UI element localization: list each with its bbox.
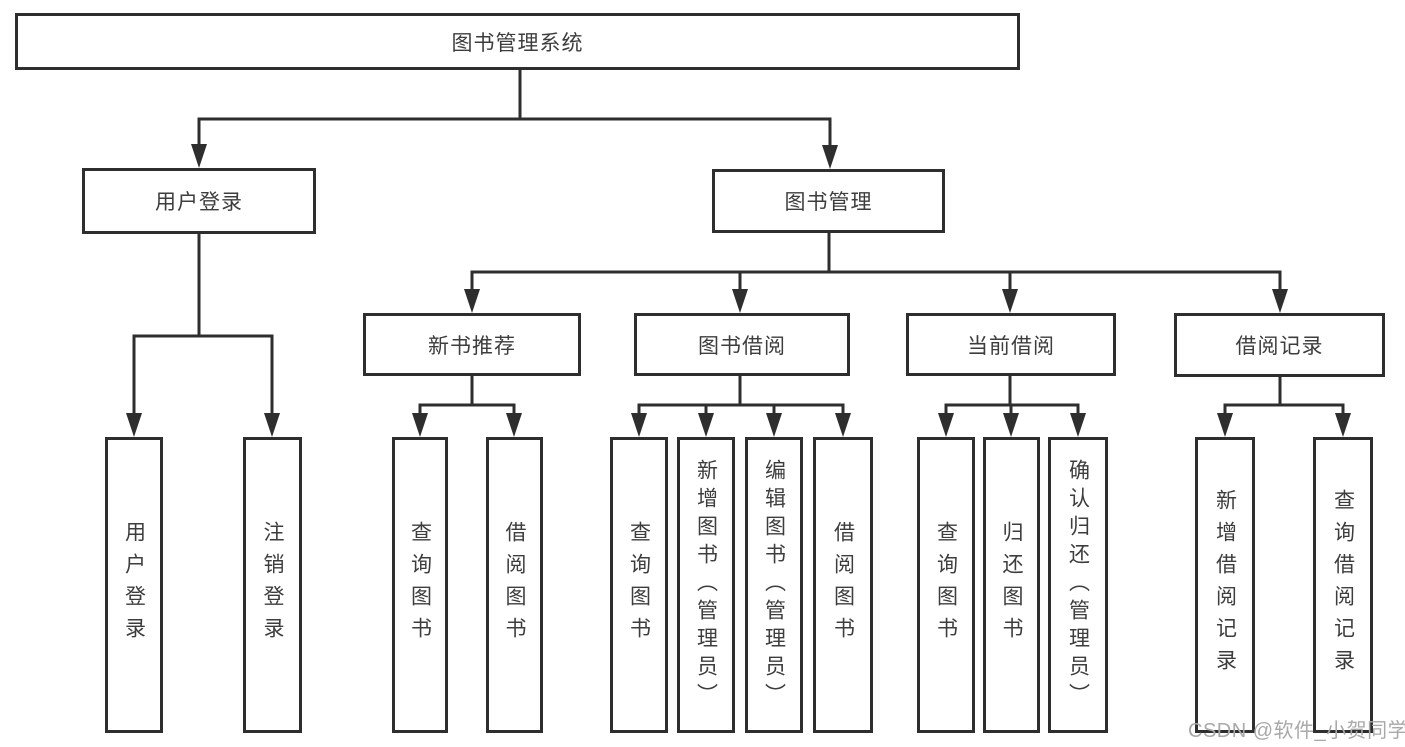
leaf-borrowing-query-books: 查询图书: [610, 437, 668, 733]
leaf-borrowing-borrow-books: 借阅图书: [813, 437, 873, 733]
node-borrowing-records: 借阅记录: [1174, 313, 1385, 377]
leaf-user-login: 用户登录: [105, 437, 163, 733]
leaf-logout: 注销登录: [243, 437, 302, 733]
node-user-login: 用户登录: [82, 168, 316, 234]
leaf-newbook-query-books: 查询图书: [392, 437, 448, 733]
node-library-management-system: 图书管理系统: [15, 13, 1020, 70]
csdn-watermark: CSDN @软件_小贺同学: [1188, 720, 1405, 742]
leaf-current-confirm-return-admin: 确认归还（管理员）: [1048, 437, 1108, 733]
leaf-records-add-borrow-record: 新增借阅记录: [1195, 437, 1255, 733]
node-book-borrowing: 图书借阅: [634, 313, 850, 376]
leaf-current-query-books: 查询图书: [917, 437, 975, 733]
node-book-management: 图书管理: [712, 169, 945, 233]
leaf-current-return-books: 归还图书: [983, 437, 1040, 733]
node-new-book-recommendation: 新书推荐: [363, 313, 581, 376]
leaf-records-query-borrow-record: 查询借阅记录: [1313, 437, 1373, 733]
leaf-borrowing-add-books-admin: 新增图书（管理员）: [677, 437, 735, 733]
leaf-borrowing-edit-books-admin: 编辑图书（管理员）: [745, 437, 803, 733]
node-current-borrowing: 当前借阅: [906, 313, 1116, 376]
leaf-newbook-borrow-books: 借阅图书: [486, 437, 543, 733]
